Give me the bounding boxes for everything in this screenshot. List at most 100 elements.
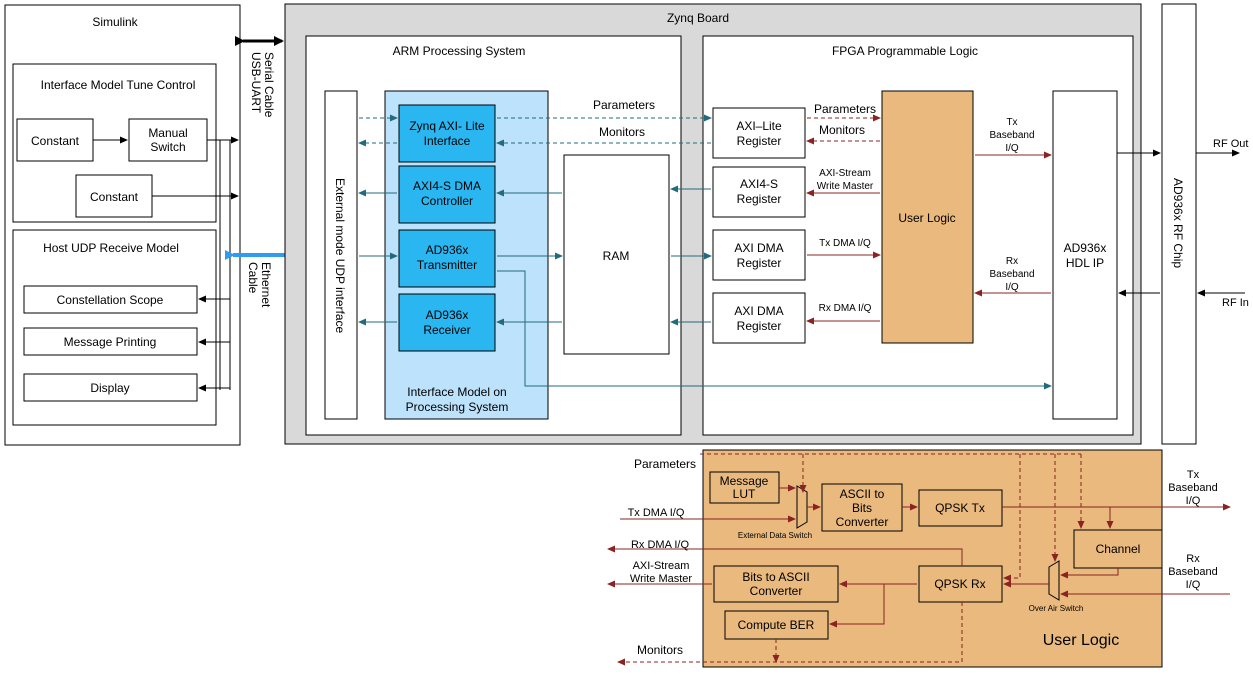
detail-connections [607,453,1231,666]
axi4s-register-block[interactable] [712,166,806,218]
dma-controller-label-2: Controller [421,194,473,208]
simulink-wiring [152,136,239,392]
bits-to-ascii-label-1: Bits to ASCII [742,570,809,584]
transmitter-label-1: AD936x [426,243,469,257]
axi4s-register-label-1: AXI4-S [740,177,778,191]
axi-lite-label-1: Zynq AXI- Lite [409,119,485,133]
message-lut-label-1: Message [720,474,769,488]
ascii-to-bits-label-2: Bits [852,501,872,515]
detail-axi-stream-label-1: AXI-Stream [633,560,690,572]
bits-to-ascii-block[interactable] [713,565,839,603]
ram-label: RAM [603,249,630,263]
detail-rx-baseband-label-1: Rx [1186,553,1200,565]
fpga-tx-baseband-label-2: Baseband [989,130,1034,141]
ascii-to-bits-block[interactable] [821,483,903,532]
manual-switch-label-1: Manual [148,126,187,140]
compute-ber-block[interactable] [724,610,829,640]
interface-model-label-1: Interface Model on [407,385,506,399]
zynq-title: Zynq Board [667,11,729,25]
ascii-to-bits-label-3: Converter [836,515,889,529]
receiver-label-1: AD936x [426,308,469,322]
detail-rx-baseband-label-2: Baseband [1168,566,1218,578]
fpga-axi-stream-label-1: AXI-Stream [819,168,871,179]
axi-lite-register-label-2: Register [737,134,782,148]
user-logic-block[interactable] [881,90,974,344]
rf-chip-label: AD936x RF Chip [1171,178,1185,268]
interface-model-label-2: Processing System [406,400,509,414]
channel-block[interactable] [1073,529,1163,569]
rf-out-label: RF Out [1213,138,1248,150]
fpga-rx-baseband-label-1: Rx [1006,256,1018,267]
user-logic-detail: User Logic Message LUT External Data Swi… [607,449,1231,668]
fpga-rx-baseband-label-3: I/Q [1005,282,1019,293]
message-lut-block[interactable] [709,471,780,504]
axi-dma-register-block-1[interactable] [712,229,806,281]
ethernet-cable: Ethernet Cable [225,250,324,308]
ethernet-label-1: Ethernet [259,262,273,308]
fpga-rx-dma-label: Rx DMA I/Q [819,303,872,314]
constant-block-1[interactable] [16,118,94,162]
constant-label-1: Constant [31,134,80,148]
constellation-scope-label: Constellation Scope [57,293,164,307]
dma-controller-block[interactable] [398,165,496,224]
hdl-ip-block[interactable] [1052,90,1118,420]
arm-parameters-label: Parameters [593,98,655,112]
axi-lite-register-block[interactable] [712,107,806,159]
detail-tx-dma-label: Tx DMA I/Q [628,507,685,519]
ram-block[interactable] [563,154,670,355]
udp-interface-label: External mode UDP interface [333,178,347,334]
detail-parameters-label: Parameters [634,457,696,471]
axi-dma-register-2-label-2: Register [737,319,782,333]
fpga-tx-baseband-label-3: I/Q [1005,143,1019,154]
receiver-block[interactable] [398,293,496,352]
arm-connections [358,114,1052,390]
message-printing-label: Message Printing [64,335,157,349]
fpga-programmable-logic: FPGA Programmable Logic AXI–Lite Registe… [702,35,1134,436]
usb-uart-cable: USB-UART Serial Cable [235,36,284,118]
fpga-rx-baseband-label-2: Baseband [989,269,1034,280]
message-lut-label-2: LUT [733,487,756,501]
fpga-monitors-label: Monitors [819,123,865,137]
udp-interface-block[interactable] [324,90,358,420]
bits-to-ascii-label-2: Converter [750,584,803,598]
compute-ber-label: Compute BER [738,618,815,632]
message-printing-block[interactable] [23,327,198,356]
external-data-switch[interactable] [796,485,808,529]
transmitter-label-2: Transmitter [417,258,477,272]
rf-in-label: RF In [1222,297,1249,309]
qpsk-tx-block[interactable] [918,489,1003,527]
display-block[interactable] [23,373,198,402]
axi-lite-label-2: Interface [424,134,471,148]
tune-control-panel: Interface Model Tune Control Constant Ma… [12,63,217,223]
fpga-parameters-label: Parameters [814,102,876,116]
detail-tx-baseband-label-3: I/Q [1186,495,1201,507]
detail-axi-stream-label-2: Write Master [630,573,692,585]
zynq-board: Zynq Board ARM Processing System Externa… [284,3,1142,445]
ascii-to-bits-label-1: ASCII to [840,487,885,501]
dma-controller-label-1: AXI4-S DMA [413,179,481,193]
axi4s-register-label-2: Register [737,192,782,206]
axi-dma-register-block-2[interactable] [712,292,806,344]
channel-label: Channel [1096,542,1141,556]
rf-chip-block[interactable] [1161,3,1197,445]
constellation-scope-block[interactable] [23,285,198,314]
simulink-title: Simulink [92,15,138,29]
rf-chip: AD936x RF Chip RF Out RF In [1117,3,1249,445]
detail-rx-dma-label: Rx DMA I/Q [631,539,690,551]
axi-dma-register-1-label-2: Register [737,256,782,270]
detail-monitors-label: Monitors [637,643,683,657]
axi-lite-interface-block[interactable] [398,104,496,163]
constant-block-2[interactable] [75,174,153,218]
fpga-tx-baseband-label-1: Tx [1006,117,1017,128]
axi-dma-register-1-label-1: AXI DMA [734,241,783,255]
hdl-ip-label-1: AD936x [1064,241,1107,255]
usb-cable-label-1: USB-UART [249,52,263,114]
fpga-title: FPGA Programmable Logic [832,44,978,58]
transmitter-block[interactable] [398,229,496,288]
detail-tx-baseband-label-2: Baseband [1168,482,1218,494]
receiver-label-2: Receiver [423,323,470,337]
fpga-tx-dma-label: Tx DMA I/Q [819,238,871,249]
qpsk-rx-block[interactable] [918,565,1003,603]
over-air-switch[interactable] [1048,560,1060,601]
